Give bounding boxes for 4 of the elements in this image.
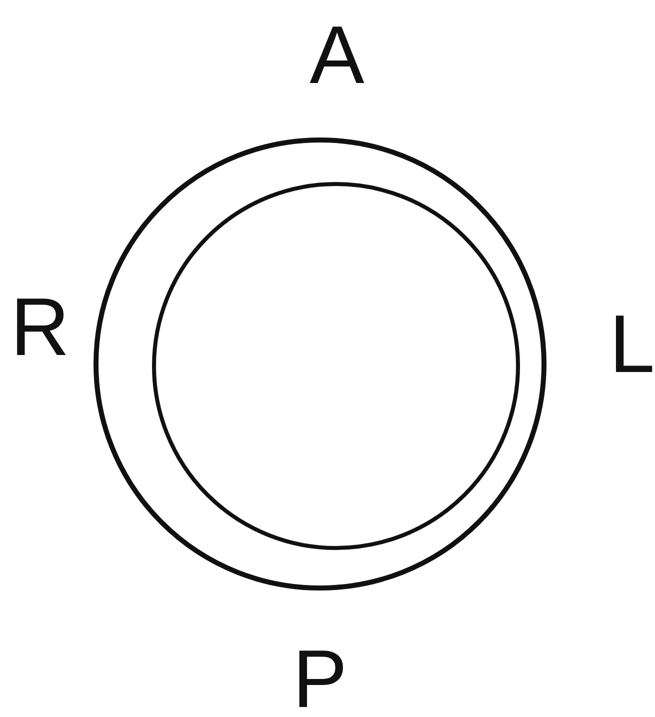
direction-letter: R — [10, 287, 70, 369]
direction-letter: L — [609, 304, 655, 386]
direction-letter: P — [292, 639, 348, 717]
direction-letter: A — [310, 15, 364, 97]
